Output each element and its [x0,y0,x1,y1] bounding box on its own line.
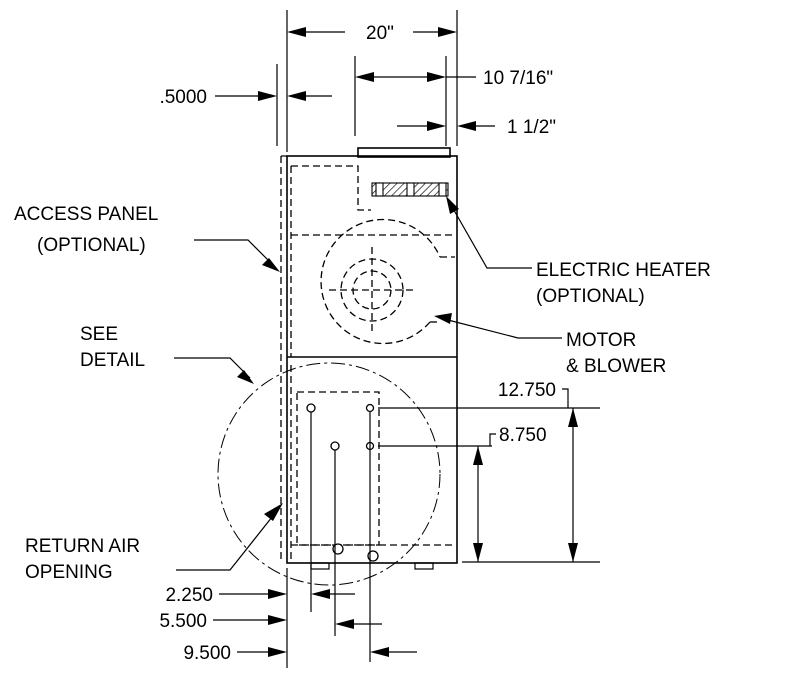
dim-20-label: 20" [366,23,394,44]
motor-label-2: & BLOWER [566,356,666,377]
hole-2 [365,403,375,413]
unit-cabinet [286,147,458,570]
cabinet-outline [286,155,458,564]
callout-return-air: RETURN AIR OPENING [25,503,283,583]
dim-12-750-label: 12.750 [498,380,556,401]
return-air-opening [296,391,380,546]
hole-3 [330,441,340,451]
dim-panel-thickness: .5000 [159,64,332,146]
foot-left [310,562,330,570]
dim-5000-label: .5000 [159,87,207,108]
electric-heater-label-2: (OPTIONAL) [536,286,645,307]
dim-blower-offset: 10 7/16" [354,56,553,146]
dim-2-250-label: 2.250 [165,585,213,606]
access-panel-label-2: (OPTIONAL) [37,235,146,256]
dim-heater-offset: 1 1/2" [397,117,556,138]
dim-1-1-2-label: 1 1/2" [507,117,556,138]
dim-5-500-label: 5.500 [159,611,207,632]
motor-blower [320,218,455,345]
upper-compartment [290,165,455,357]
callout-electric-heater: ELECTRIC HEATER (OPTIONAL) [446,196,711,307]
return-air-label-1: RETURN AIR [25,536,140,557]
top-flange [357,147,451,158]
detail-circle [217,362,441,586]
hole-1 [306,403,316,413]
dim-10-7-16-label: 10 7/16" [483,68,553,89]
motor-label-1: MOTOR [566,330,636,351]
return-air-section [290,365,455,562]
see-detail-label-2: DETAIL [80,350,145,371]
return-air-label-2: OPENING [25,562,113,583]
electric-heater-label-1: ELECTRIC HEATER [536,260,711,281]
dim-hole-columns: 2.250 5.500 9.500 [159,412,417,668]
access-panel-label-1: ACCESS PANEL [14,204,158,225]
callout-see-detail: SEE DETAIL [80,324,254,384]
callout-motor-blower: MOTOR & BLOWER [434,313,666,377]
dim-8-750-label: 8.750 [499,425,547,446]
electric-heater [371,182,449,197]
foot-right [414,562,434,570]
callout-access-panel: ACCESS PANEL (OPTIONAL) [14,204,280,272]
dim-overall-width: 20" [286,10,458,152]
dim-hole-heights: 12.750 8.750 [378,380,600,563]
access-panel [280,155,287,563]
see-detail-label-1: SEE [80,324,118,345]
dim-9-500-label: 9.500 [183,643,231,664]
